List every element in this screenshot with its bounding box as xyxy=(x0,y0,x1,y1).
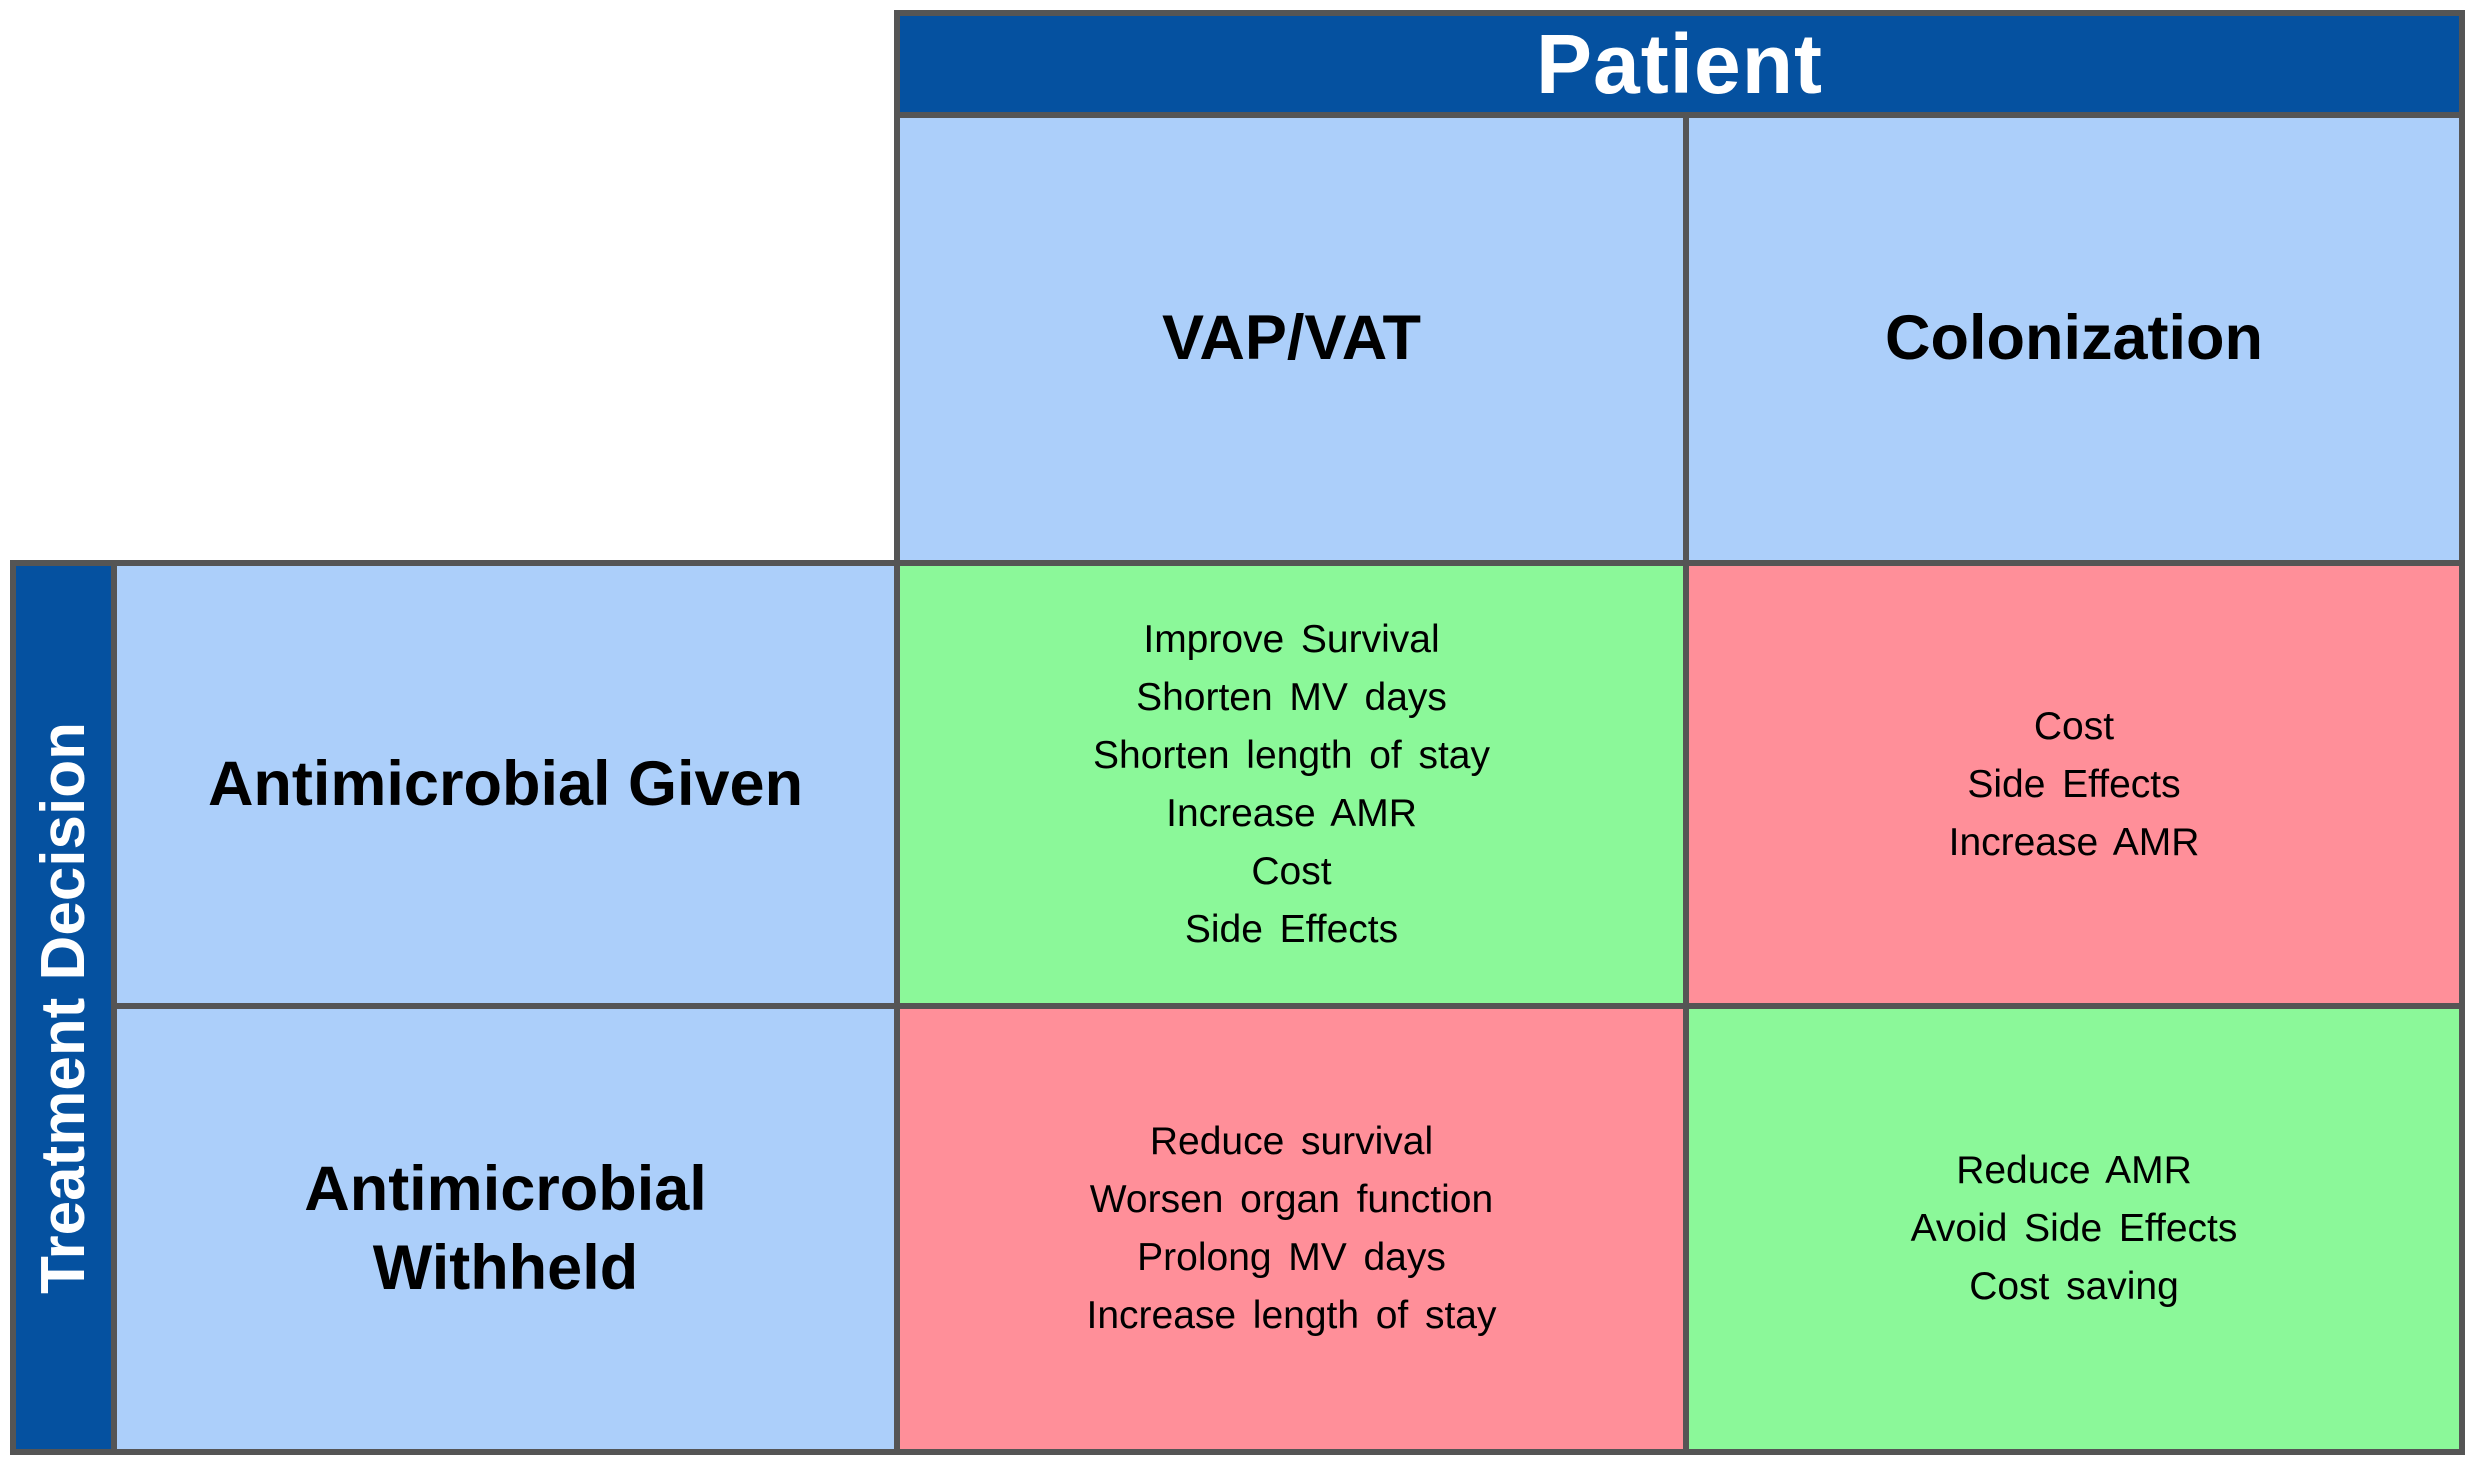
outcome-text: Increase AMR xyxy=(1948,820,2200,864)
cell-given-colonization-outcomes: Cost Side Effects Increase AMR xyxy=(1683,560,2465,1009)
column-header-vap-vat: VAP/VAT xyxy=(894,112,1689,566)
outcome-text: Side Effects xyxy=(1184,907,1399,951)
outcome-text: Improve Survival xyxy=(1143,617,1440,661)
outcome-text: Cost xyxy=(2033,704,2115,748)
column-header-colonization-label: Colonization xyxy=(1885,303,2263,374)
outcome-text: Shorten length of stay xyxy=(1093,733,1490,777)
outcome-text: Reduce AMR xyxy=(1956,1149,2192,1192)
cell-withheld-vap-outcomes: Reduce survival Worsen organ function Pr… xyxy=(894,1003,1689,1455)
outcome-text: Shorten MV days xyxy=(1136,675,1447,719)
outcome-text: Prolong MV days xyxy=(1137,1236,1446,1279)
row-header-withheld-label-line2: Withheld xyxy=(372,1233,639,1303)
column-header-vap-vat-label: VAP/VAT xyxy=(1161,303,1421,374)
outcome-text: Reduce survival xyxy=(1149,1120,1434,1163)
row-header-withheld-label-line1: Antimicrobial xyxy=(304,1154,707,1225)
outcome-text: Increase AMR xyxy=(1166,791,1417,835)
outcome-text: Worsen organ function xyxy=(1089,1178,1494,1221)
patient-axis-label: Patient xyxy=(1535,17,1824,111)
outcome-text: Cost saving xyxy=(1969,1265,2179,1308)
treatment-axis-label: Treatment Decision xyxy=(28,721,98,1294)
row-header-given-label: Antimicrobial Given xyxy=(207,749,804,820)
treatment-axis-header: Treatment Decision xyxy=(10,560,117,1455)
row-header-antimicrobial-withheld: Antimicrobial Withheld xyxy=(111,1003,900,1455)
patient-axis-header: Patient xyxy=(894,10,2465,118)
cell-withheld-colonization-outcomes: Reduce AMR Avoid Side Effects Cost savin… xyxy=(1683,1003,2465,1455)
row-header-antimicrobial-given: Antimicrobial Given xyxy=(111,560,900,1009)
outcome-text: Side Effects xyxy=(1967,762,2181,806)
cell-given-vap-outcomes: Improve Survival Shorten MV days Shorten… xyxy=(894,560,1689,1009)
outcome-text: Avoid Side Effects xyxy=(1910,1207,2238,1250)
column-header-colonization: Colonization xyxy=(1683,112,2465,566)
outcome-text: Increase length of stay xyxy=(1086,1294,1497,1337)
outcome-text: Cost xyxy=(1251,849,1332,893)
